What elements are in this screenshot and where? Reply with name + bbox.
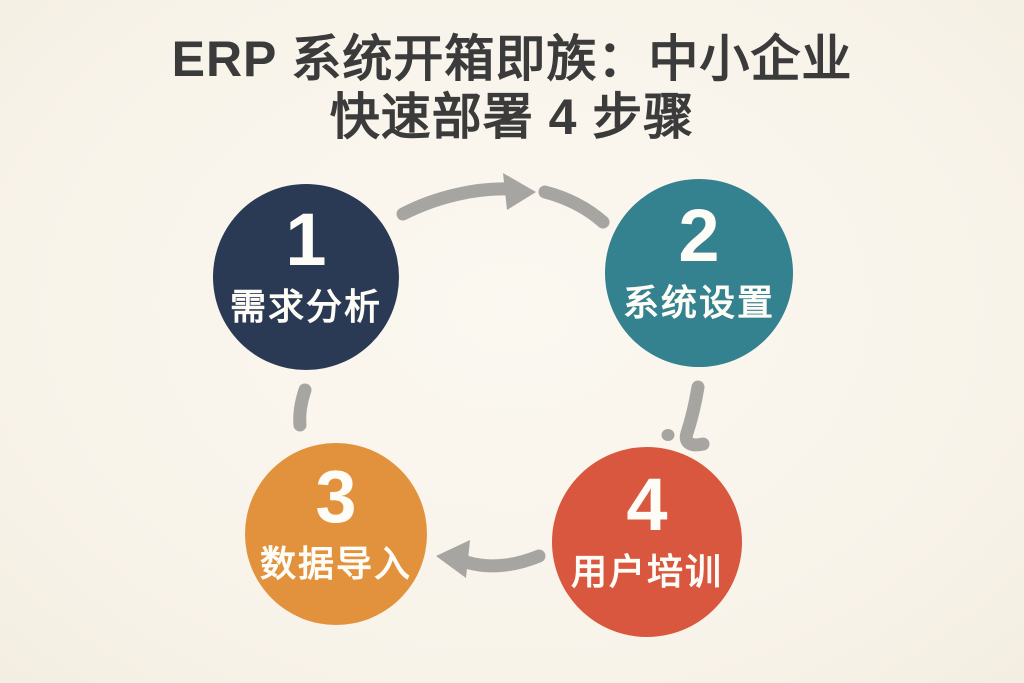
step-circle-1-requirements-analysis: 1 需求分析 <box>213 184 399 370</box>
step-4-number: 4 <box>626 463 668 546</box>
arrow-step2-to-step4-icon <box>661 380 710 452</box>
page-title-line-1: ERP 系统开箱即族：中小企业 <box>171 31 853 87</box>
step-2-label: 系统设置 <box>622 282 775 323</box>
page-title: ERP 系统开箱即族：中小企业 快速部署 4 步骤 <box>0 30 1024 146</box>
step-circle-4-user-training: 4 用户培训 <box>552 447 742 637</box>
step-3-number: 3 <box>315 455 357 538</box>
arrow-step1-to-step2-icon <box>396 173 610 229</box>
step-3-label: 数据导入 <box>259 543 412 584</box>
step-1-number: 1 <box>285 198 327 281</box>
page-title-line-2: 快速部署 4 步骤 <box>329 89 695 145</box>
step-2-number: 2 <box>678 194 720 277</box>
step-circle-3-data-import: 3 数据导入 <box>245 443 427 625</box>
step-circle-2-system-setup: 2 系统设置 <box>605 179 793 367</box>
dash-step3-to-step1-icon <box>293 383 312 432</box>
step-4-label: 用户培训 <box>570 551 723 592</box>
arrow-step4-to-step3-icon <box>436 540 546 578</box>
step-1-label: 需求分析 <box>229 286 382 327</box>
